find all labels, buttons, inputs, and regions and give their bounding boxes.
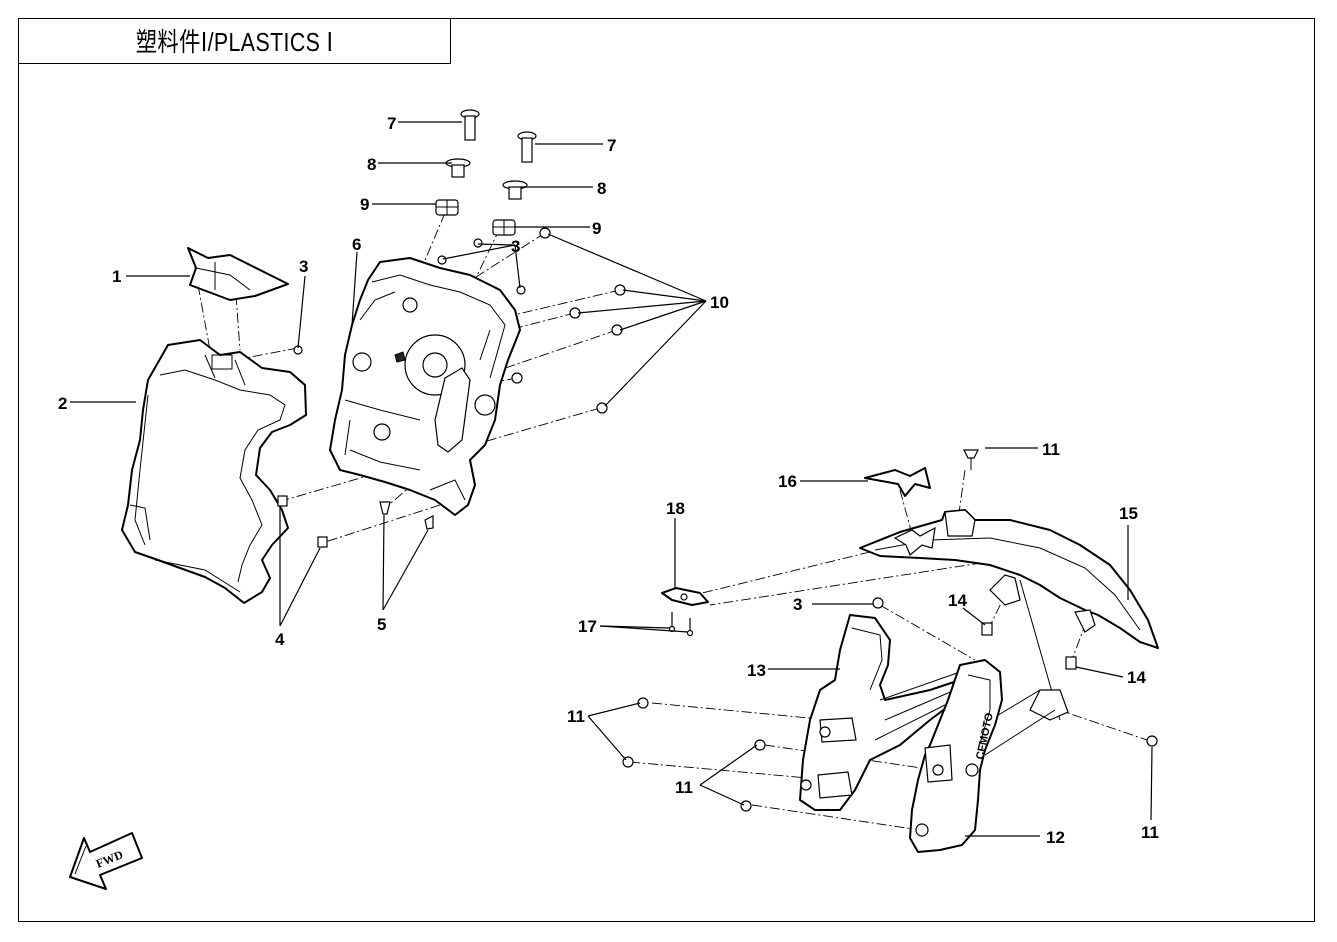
callout-11: 11 xyxy=(1042,440,1060,459)
callout-8: 8 xyxy=(597,179,606,198)
callout-12: 12 xyxy=(1046,828,1065,847)
callout-8: 8 xyxy=(367,155,376,174)
callout-5: 5 xyxy=(377,615,386,634)
callout-3: 3 xyxy=(511,237,520,256)
callout-13: 13 xyxy=(747,661,766,680)
screw-7-right xyxy=(517,131,537,163)
callout-1: 1 xyxy=(112,267,121,286)
callout-labels: 1 2 3 3 3 4 5 6 7 7 8 8 9 9 10 11 11 11 … xyxy=(58,114,1159,847)
part-18-bracket xyxy=(661,587,709,606)
callout-11: 11 xyxy=(675,778,693,797)
part-12-right-fork-guard: CFMOTO xyxy=(909,659,1003,853)
callout-16: 16 xyxy=(778,472,797,491)
part-6-headlight-bracket xyxy=(329,257,521,516)
part-11-bolts xyxy=(622,449,1158,812)
callout-15: 15 xyxy=(1119,504,1138,523)
callout-18: 18 xyxy=(666,499,685,518)
part-14-clips xyxy=(981,622,1077,670)
callout-9: 9 xyxy=(592,219,601,238)
callout-17: 17 xyxy=(578,617,597,636)
part-16-fender-emblem xyxy=(864,467,936,556)
leader-lines xyxy=(70,121,1153,837)
callout-2: 2 xyxy=(58,394,67,413)
callout-14: 14 xyxy=(948,591,967,610)
part-5-screws xyxy=(379,501,434,530)
part-4-clips xyxy=(277,495,328,548)
callout-3: 3 xyxy=(793,595,802,614)
part-9-grommets xyxy=(435,199,516,236)
title-block: 塑料件Ⅰ/PLASTICS Ⅰ xyxy=(18,18,451,64)
screw-7-left xyxy=(460,109,480,141)
callout-9: 9 xyxy=(360,195,369,214)
drawing-frame xyxy=(18,18,1315,922)
part-2-headlight-surround xyxy=(121,339,307,604)
fwd-arrow-icon: FWD xyxy=(69,832,143,890)
part-1-top-cover xyxy=(187,247,289,301)
callout-10: 10 xyxy=(710,293,729,312)
callout-11: 11 xyxy=(567,707,585,726)
callout-6: 6 xyxy=(352,235,361,254)
callout-4: 4 xyxy=(275,630,285,649)
callout-3: 3 xyxy=(299,257,308,276)
callout-7: 7 xyxy=(387,114,396,133)
callout-7: 7 xyxy=(607,136,616,155)
callout-14: 14 xyxy=(1127,668,1146,687)
page-title: 塑料件Ⅰ/PLASTICS Ⅰ xyxy=(135,27,333,57)
small-fasteners xyxy=(293,227,884,609)
callout-11: 11 xyxy=(1141,823,1159,842)
part-8-collars xyxy=(445,158,528,200)
part-7-screws xyxy=(460,109,537,163)
part-15-front-fender xyxy=(859,509,1159,756)
part-13-left-fork-guard xyxy=(799,614,971,811)
